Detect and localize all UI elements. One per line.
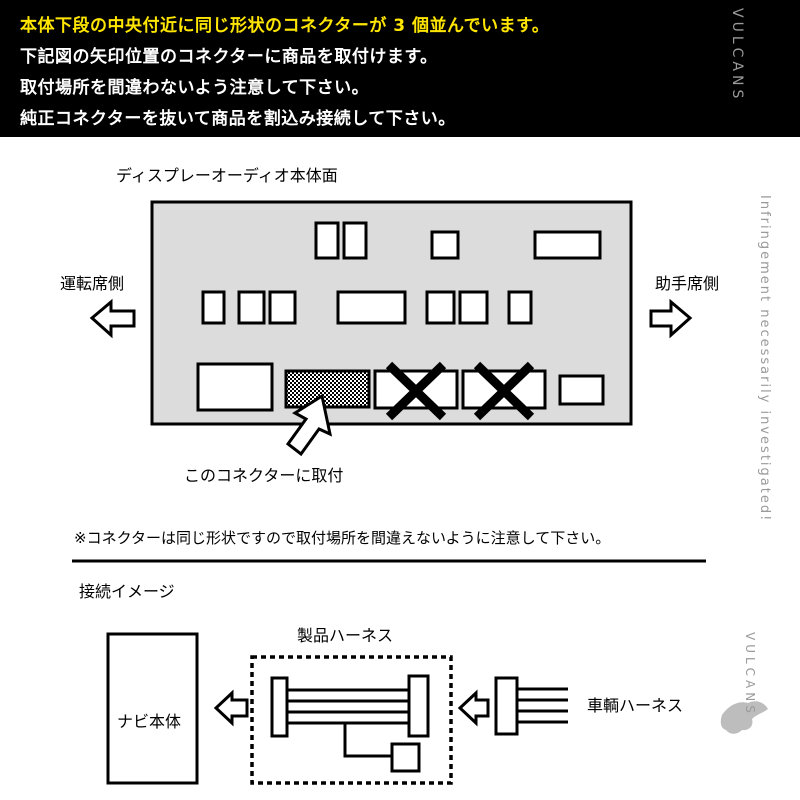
connector	[558, 374, 605, 406]
connector	[425, 290, 456, 325]
connector-row-1	[314, 221, 602, 260]
arrow-left-icon	[89, 298, 136, 339]
connector	[430, 230, 460, 260]
connector	[336, 290, 407, 325]
cross-mark-1	[385, 361, 447, 421]
watermark-brand-top: VULCANS	[729, 8, 745, 103]
pointer-arrow-icon	[285, 393, 333, 457]
connector-row-2	[201, 290, 533, 325]
caution-note: ※コネクターは同じ形状ですので取付場所を間違えないように注意して下さい。	[74, 529, 611, 547]
cross-mark-2	[473, 361, 535, 421]
target-connector	[284, 369, 371, 409]
instruction-line-1: 本体下段の中央付近に同じ形状のコネクターが 3 個並んでいます。	[20, 16, 550, 36]
connector	[314, 221, 340, 260]
audio-unit-title: ディスプレーオーディオ本体面	[116, 166, 338, 185]
navi-unit-label: ナビ本体	[117, 712, 182, 731]
instruction-header: 本体下段の中央付近に同じ形状のコネクターが 3 個並んでいます。 下記図の矢印位…	[0, 0, 800, 137]
harness-sub-connector	[390, 742, 421, 773]
passenger-side-label: 助手席側	[655, 274, 720, 293]
connector	[342, 221, 368, 260]
watermark-brand-bottom: VULCANS	[743, 632, 757, 717]
connector	[458, 290, 489, 325]
arrow-to-navi-icon	[213, 689, 249, 727]
arrow-to-harness-icon	[457, 689, 490, 727]
harness-connector-left	[270, 676, 289, 738]
vehicle-harness-connector	[494, 676, 519, 736]
watermark-notice: Infringement necessarily investigated!	[757, 195, 772, 523]
connector	[196, 362, 274, 412]
vehicle-harness	[494, 676, 568, 736]
install-here-label: このコネクターに取付	[184, 466, 344, 485]
arrow-right-icon	[649, 298, 693, 339]
connector	[507, 290, 533, 325]
product-harness-label: 製品ハーネス	[297, 626, 394, 645]
connector	[533, 230, 602, 260]
watermark-logo-icon	[720, 701, 768, 734]
driver-side-label: 運転席側	[60, 274, 125, 293]
connector	[201, 290, 226, 325]
instruction-line-3: 取付場所を間違わないよう注意して下さい。	[20, 78, 370, 98]
connector	[237, 290, 266, 325]
navi-unit-box	[106, 632, 199, 785]
instruction-line-2: 下記図の矢印位置のコネクターに商品を取付けます。	[20, 47, 438, 67]
product-harness	[270, 674, 430, 773]
connection-image-title: 接続イメージ	[79, 582, 175, 601]
vehicle-harness-label: 車輌ハーネス	[587, 696, 684, 715]
connector	[268, 290, 297, 325]
instruction-line-4: 純正コネクターを抜いて商品を割込み接続して下さい。	[20, 109, 456, 129]
product-harness-frame	[250, 655, 453, 785]
harness-connector-right	[407, 674, 430, 738]
